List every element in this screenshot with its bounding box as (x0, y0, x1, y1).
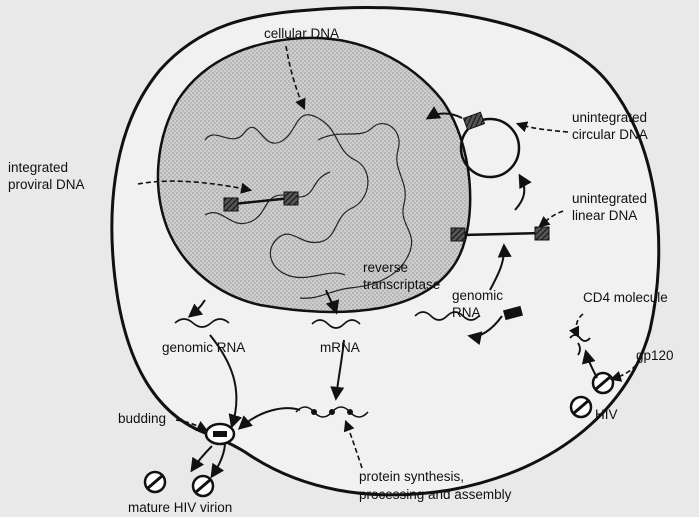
label-integrated-1: integrated (8, 160, 68, 175)
mature-virion-1 (145, 472, 165, 492)
label-mrna: mRNA (320, 340, 360, 355)
hiv-virion-outside-2 (571, 397, 591, 417)
label-gp120: gp120 (636, 348, 674, 363)
label-circular-2: circular DNA (572, 127, 648, 142)
label-linear-2: linear DNA (572, 208, 637, 223)
label-linear-1: unintegrated (572, 191, 647, 206)
linear-dna-ltr-right (535, 227, 549, 240)
arrow-budding-to-mature-1 (192, 446, 212, 470)
provirus-ltr-left (224, 198, 238, 211)
label-rt-2: transcriptase (363, 277, 440, 292)
label-genomic-rna-left: genomic RNA (162, 340, 245, 355)
label-circular-1: unintegrated (572, 110, 647, 125)
linear-dna-ltr-left (451, 228, 465, 241)
mature-virion-2 (193, 476, 213, 496)
budding-virion (206, 424, 234, 444)
label-hiv: HIV (595, 407, 618, 422)
provirus-ltr-right (284, 192, 298, 205)
label-budding: budding (118, 411, 166, 426)
nucleus (158, 38, 470, 312)
label-rt-1: reverse (363, 260, 408, 275)
label-mature: mature HIV virion (128, 500, 232, 515)
label-cd4: CD4 molecule (583, 290, 668, 305)
label-genomic-rna-right-2: RNA (452, 305, 481, 320)
label-cellular-dna: cellular DNA (264, 26, 339, 41)
label-integrated-2: proviral DNA (8, 177, 85, 192)
label-genomic-rna-right-1: genomic (452, 288, 503, 303)
label-protein-1: protein synthesis, (359, 469, 464, 484)
arrow-budding-to-mature-2 (212, 444, 225, 476)
label-protein-2: processing and assembly (359, 487, 512, 502)
